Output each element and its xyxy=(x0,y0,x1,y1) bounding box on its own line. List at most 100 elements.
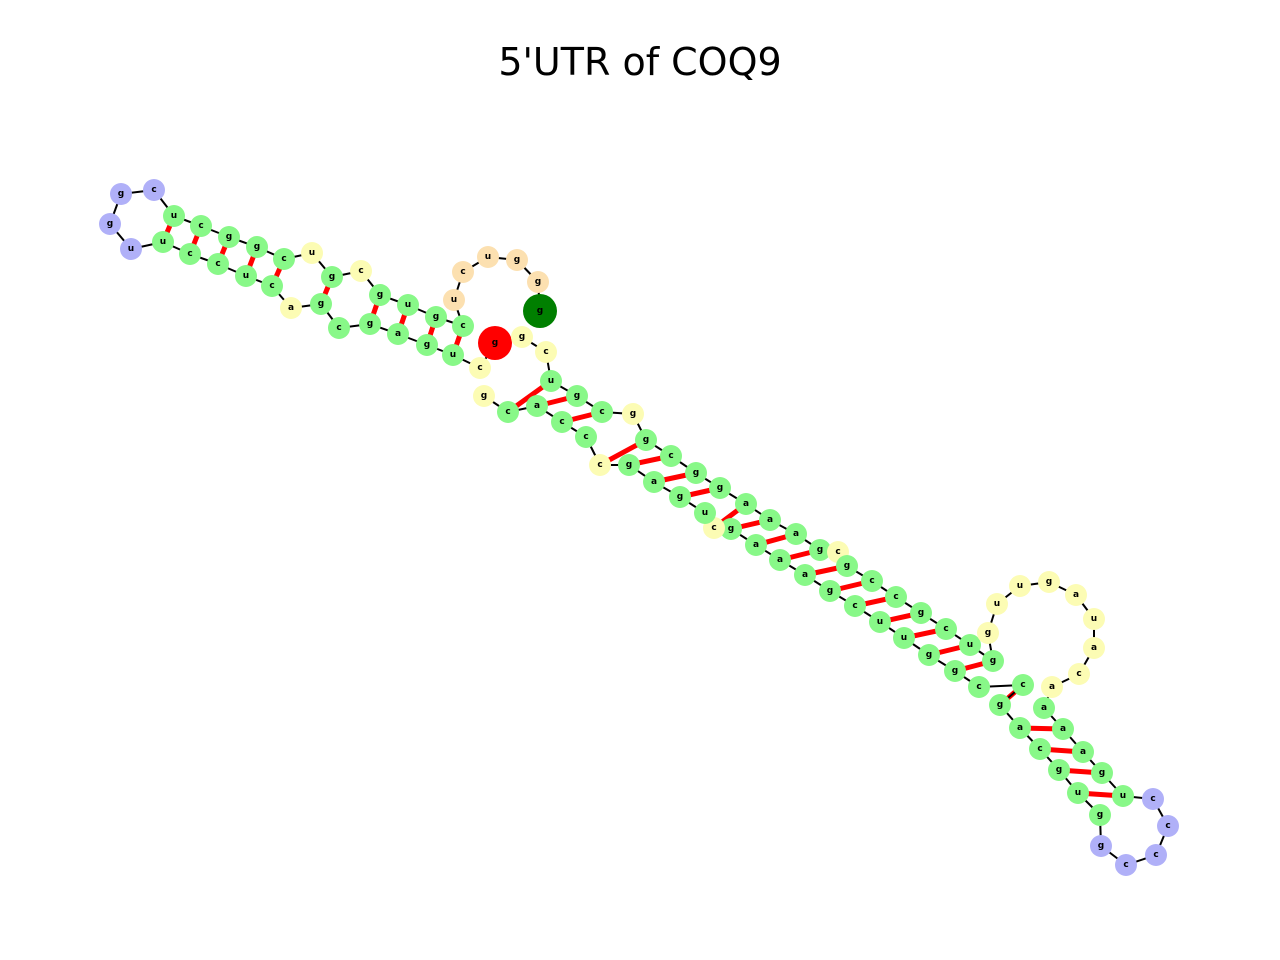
nucleotide-node: g xyxy=(1090,835,1112,857)
nucleotide-label: u xyxy=(877,617,883,627)
nucleotide-circle xyxy=(301,242,323,264)
nucleotide-label: g xyxy=(952,666,958,676)
nucleotide-circle xyxy=(527,271,549,293)
nucleotide-label: g xyxy=(433,312,439,322)
nucleotide-circle xyxy=(397,294,419,316)
nucleotide-node: g xyxy=(369,284,391,306)
nucleotide-circle xyxy=(785,523,807,545)
base-pair-links xyxy=(160,215,1124,799)
nucleotide-node: g xyxy=(618,454,640,476)
nucleotide-circle xyxy=(794,564,816,586)
nucleotide-node: a xyxy=(280,297,302,319)
nucleotide-label: g xyxy=(329,272,335,282)
nucleotide-label: a xyxy=(777,555,783,565)
nucleotide-circle xyxy=(190,215,212,237)
nucleotide-node: g xyxy=(720,518,742,540)
nucleotide-label: g xyxy=(693,468,699,478)
nucleotide-circle xyxy=(635,429,657,451)
nucleotide-label: u xyxy=(309,248,315,258)
nucleotide-node: u xyxy=(120,238,142,260)
nucleotide-circle xyxy=(416,334,438,356)
nucleotide-circle xyxy=(369,284,391,306)
nucleotide-circle xyxy=(819,580,841,602)
nucleotide-node: g xyxy=(809,539,831,561)
nucleotide-node: g xyxy=(321,266,343,288)
nucleotide-label: c xyxy=(976,682,981,692)
nucleotide-node: c xyxy=(535,341,557,363)
nucleotide-label: u xyxy=(160,237,166,247)
nucleotide-circle xyxy=(589,454,611,476)
nucleotide-label: g xyxy=(1098,841,1104,851)
nucleotide-circle xyxy=(218,226,240,248)
nucleotide-circle xyxy=(473,385,495,407)
nucleotide-circle xyxy=(1067,782,1089,804)
nucleotide-circle xyxy=(1048,759,1070,781)
nucleotide-label: g xyxy=(990,656,996,666)
nucleotide-node: u xyxy=(959,634,981,656)
nucleotide-circle xyxy=(477,246,499,268)
nucleotide-label: c xyxy=(543,347,548,357)
nucleotide-circle xyxy=(1115,854,1137,876)
nucleotide-node: g xyxy=(310,293,332,315)
nucleotide-node: c xyxy=(143,179,165,201)
nucleotide-node: g xyxy=(622,403,644,425)
nucleotide-label: u xyxy=(994,599,1000,609)
nucleotide-label: g xyxy=(1097,810,1103,820)
nucleotide-label: c xyxy=(1153,850,1158,860)
nucleotide-node: a xyxy=(1083,637,1105,659)
nucleotide-node: g xyxy=(836,555,858,577)
nucleotide-circle xyxy=(566,385,588,407)
nucleotide-label: u xyxy=(702,508,708,518)
nucleotide-node: c xyxy=(350,260,372,282)
nucleotide-label: g xyxy=(918,608,924,618)
nucleotide-circle xyxy=(720,518,742,540)
five-prime-end-node: g xyxy=(478,326,512,360)
nucleotide-label: u xyxy=(243,271,249,281)
nucleotide-label: a xyxy=(1060,724,1066,734)
nucleotide-label: a xyxy=(1049,682,1055,692)
nucleotide-label: c xyxy=(835,547,840,557)
nucleotide-node: g xyxy=(1048,759,1070,781)
nucleotide-label: c xyxy=(1150,794,1155,804)
nucleotide-circle xyxy=(540,370,562,392)
nucleotide-circle xyxy=(759,509,781,531)
nucleotide-label: c xyxy=(198,221,203,231)
nucleotide-node: c xyxy=(1012,674,1034,696)
nucleotide-label: a xyxy=(1091,643,1097,653)
nucleotide-node: g xyxy=(685,462,707,484)
nucleotide-circle xyxy=(535,341,557,363)
nucleotide-circle xyxy=(977,622,999,644)
nucleotide-circle xyxy=(99,213,121,235)
nucleotide-circle xyxy=(246,236,268,258)
nucleotide-circle xyxy=(1090,835,1112,857)
nucleotide-label: c xyxy=(187,249,192,259)
nucleotide-node: c xyxy=(589,454,611,476)
nucleotide-node: u xyxy=(1083,608,1105,630)
nucleotide-label: c xyxy=(269,281,274,291)
nucleotide-label: a xyxy=(767,515,773,525)
nucleotide-circle xyxy=(685,462,707,484)
nucleotide-node: a xyxy=(387,323,409,345)
nucleotide-label: g xyxy=(717,483,723,493)
nucleotide-node: u xyxy=(540,370,562,392)
nucleotide-label: g xyxy=(985,628,991,638)
nucleotide-label: u xyxy=(1075,788,1081,798)
nucleotide-node: g xyxy=(944,660,966,682)
nucleotide-circle xyxy=(618,454,640,476)
nucleotide-label: u xyxy=(901,633,907,643)
nucleotide-circle xyxy=(261,275,283,297)
nucleotide-label: c xyxy=(852,601,857,611)
nucleotide-node: g xyxy=(709,477,731,499)
nucleotide-label: c xyxy=(559,417,564,427)
nucleotide-node: g xyxy=(910,602,932,624)
nucleotide-node: u xyxy=(443,289,465,311)
nucleotide-label: c xyxy=(336,323,341,333)
nucleotide-node: c xyxy=(497,401,519,423)
nucleotide-label: g xyxy=(827,586,833,596)
nucleotide-label: g xyxy=(626,460,632,470)
nucleotide-circle xyxy=(935,618,957,640)
nucleotide-node: u xyxy=(1112,785,1134,807)
nucleotide-node: c xyxy=(1029,738,1051,760)
nucleotide-circle xyxy=(387,323,409,345)
nucleotide-node: u xyxy=(163,205,185,227)
